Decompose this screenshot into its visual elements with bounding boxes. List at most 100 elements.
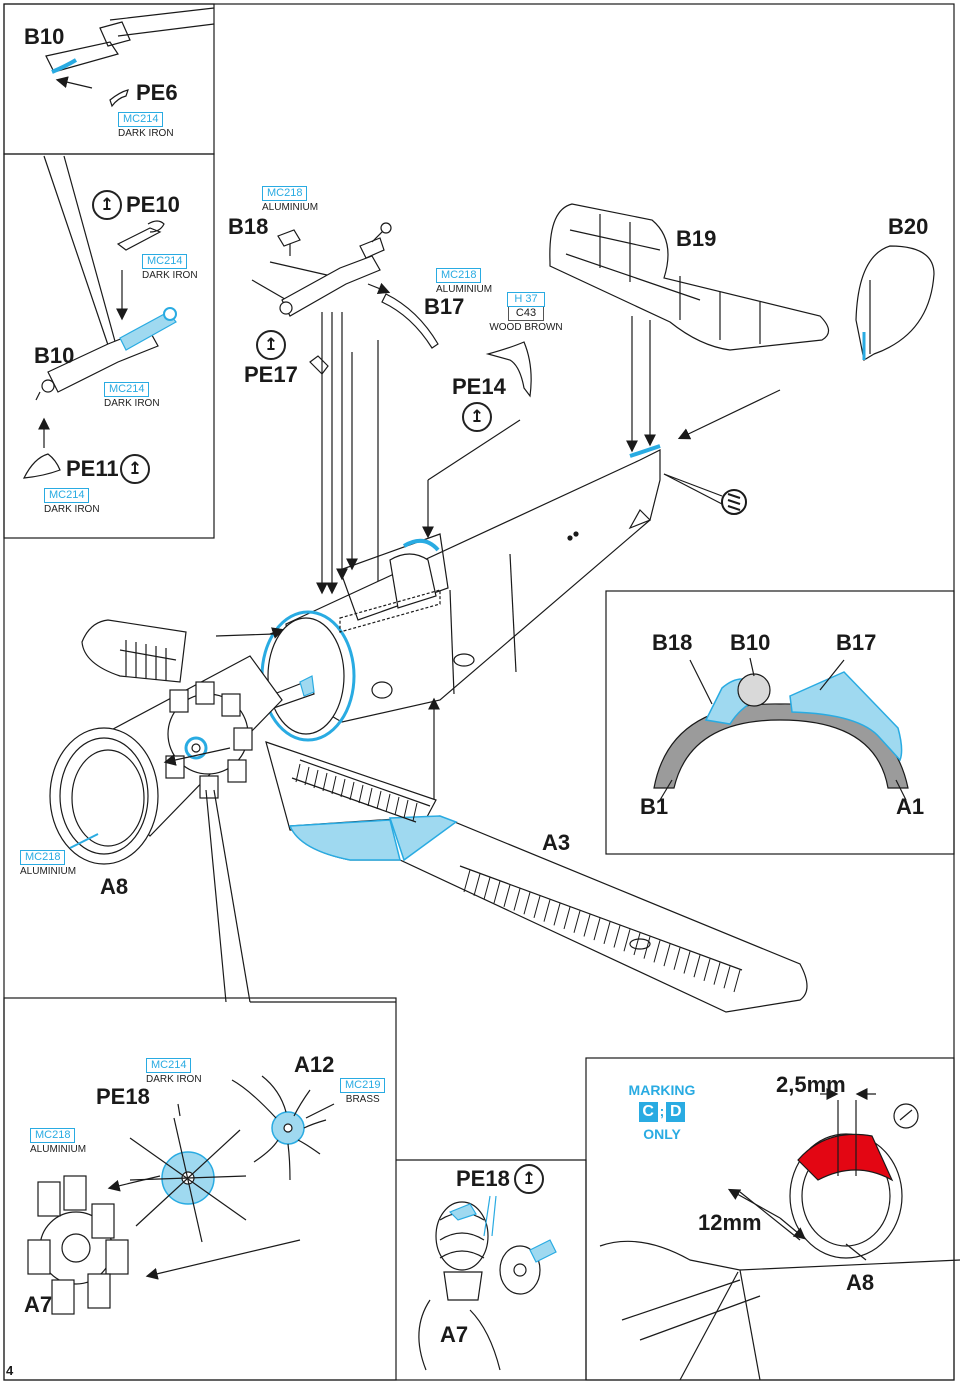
panel-pe18-detail <box>396 1159 587 1380</box>
paint-b10: MC214 DARK IRON <box>104 382 160 409</box>
detail-label-b17: B17 <box>836 630 877 655</box>
wing-rib <box>533 895 541 919</box>
label-a7-detail: A7 <box>440 1322 469 1347</box>
paint-code: H 37 <box>507 292 545 307</box>
b18-part <box>277 229 301 247</box>
wing-rib <box>513 888 521 911</box>
marking-title: MARKING <box>628 1082 696 1098</box>
paint-b17: MC218 ALUMINIUM <box>436 268 492 295</box>
panel-engine <box>3 997 397 1381</box>
wing-rib <box>563 906 571 930</box>
detail-label-b18: B18 <box>652 630 693 655</box>
label-b19: B19 <box>676 226 717 251</box>
pe18-detail-drawing <box>418 1195 557 1371</box>
wing-rib <box>623 929 631 952</box>
paint-name: WOOD BROWN <box>489 322 563 333</box>
wing-rib <box>693 955 701 978</box>
paint-code: MC218 <box>20 850 66 865</box>
wing-rib <box>313 769 319 789</box>
paint-code: MC218 <box>436 268 482 283</box>
b19-part <box>549 203 830 351</box>
bend-icon: ↥ <box>256 330 286 360</box>
fuselage <box>260 444 661 742</box>
wing-rib <box>483 877 491 900</box>
bend-icon: ↥ <box>514 1164 544 1194</box>
bend-icon: ↥ <box>120 454 150 484</box>
wing-rib <box>385 793 391 813</box>
b20-part <box>855 245 935 361</box>
wing-rib <box>633 932 641 956</box>
wing-rib <box>394 796 400 816</box>
label-pe18-detail: PE18 <box>456 1166 510 1191</box>
paint-b18: MC218 ALUMINIUM <box>262 186 318 213</box>
wing-rib <box>703 958 711 982</box>
wing-rib <box>503 884 511 907</box>
label-pe6: PE6 <box>136 80 178 105</box>
paint-code: MC214 <box>118 112 164 127</box>
label-b10-top: B10 <box>24 24 65 49</box>
bend-icon: ↥ <box>92 190 122 220</box>
wing-rib <box>683 951 691 974</box>
marking-codes: C;D <box>637 1102 688 1122</box>
label-a7: A7 <box>24 1292 53 1317</box>
wing-rib <box>573 910 581 933</box>
pe18-part <box>129 1103 247 1243</box>
paint-name: DARK IRON <box>146 1074 202 1085</box>
wing-rib <box>376 790 382 810</box>
label-pe18: PE18 <box>96 1084 150 1109</box>
paint-name: ALUMINIUM <box>436 284 493 295</box>
wing-rib <box>340 778 346 798</box>
wing-rib <box>295 763 301 783</box>
paint-name: DARK IRON <box>118 128 174 139</box>
paint-code: MC214 <box>44 488 90 503</box>
paint-code: MC214 <box>146 1058 192 1073</box>
wing-rib <box>663 943 671 967</box>
paint-name: ALUMINIUM <box>262 202 319 213</box>
wing-rib <box>349 781 355 801</box>
label-a3: A3 <box>542 830 571 855</box>
paint-a8: MC218 ALUMINIUM <box>20 850 76 877</box>
panel-marking <box>585 1057 955 1381</box>
detail-label-b1: B1 <box>640 794 669 819</box>
wing-rib <box>593 918 601 941</box>
wing-rib <box>367 787 373 807</box>
paint-code: MC219 <box>340 1078 386 1093</box>
panel-b10-group <box>3 153 215 539</box>
paint-name: ALUMINIUM <box>20 866 77 877</box>
detail-label-a1: A1 <box>896 794 925 819</box>
label-pe10: PE10 <box>126 192 180 217</box>
paint-name: DARK IRON <box>44 504 100 515</box>
wing-rib <box>733 969 741 993</box>
label-pe11: PE11 <box>66 456 119 481</box>
label-pe14: PE14 <box>452 374 506 399</box>
engine-main <box>165 681 253 799</box>
wing-rib <box>403 799 409 819</box>
pe17-part <box>309 355 329 375</box>
wing-rib <box>613 925 621 948</box>
a12-part <box>231 1075 335 1181</box>
wing-rib <box>322 772 328 792</box>
label-b20: B20 <box>888 214 929 239</box>
wing-rib <box>713 962 721 985</box>
wing-rib <box>723 966 731 989</box>
marking-letter-c: C <box>638 1102 658 1122</box>
wing-rib <box>603 921 611 944</box>
b10-part-main <box>35 307 177 401</box>
wing-rib <box>493 880 501 904</box>
label-a8-marking: A8 <box>846 1270 875 1295</box>
label-b17: B17 <box>424 294 465 319</box>
wing-rib <box>553 903 561 926</box>
upper-left-wing <box>81 619 187 683</box>
wing-rib <box>653 940 661 963</box>
paint-name: ALUMINIUM <box>30 1144 87 1155</box>
wing-rib <box>331 775 337 795</box>
pe11-part <box>22 453 61 479</box>
wing-ribs <box>295 763 741 993</box>
detail-section <box>653 657 909 801</box>
paint-code: MC218 <box>30 1128 76 1143</box>
paint-pe6: MC214 DARK IRON <box>118 112 174 139</box>
lower-wing <box>265 741 808 1013</box>
label-b10: B10 <box>34 343 75 368</box>
